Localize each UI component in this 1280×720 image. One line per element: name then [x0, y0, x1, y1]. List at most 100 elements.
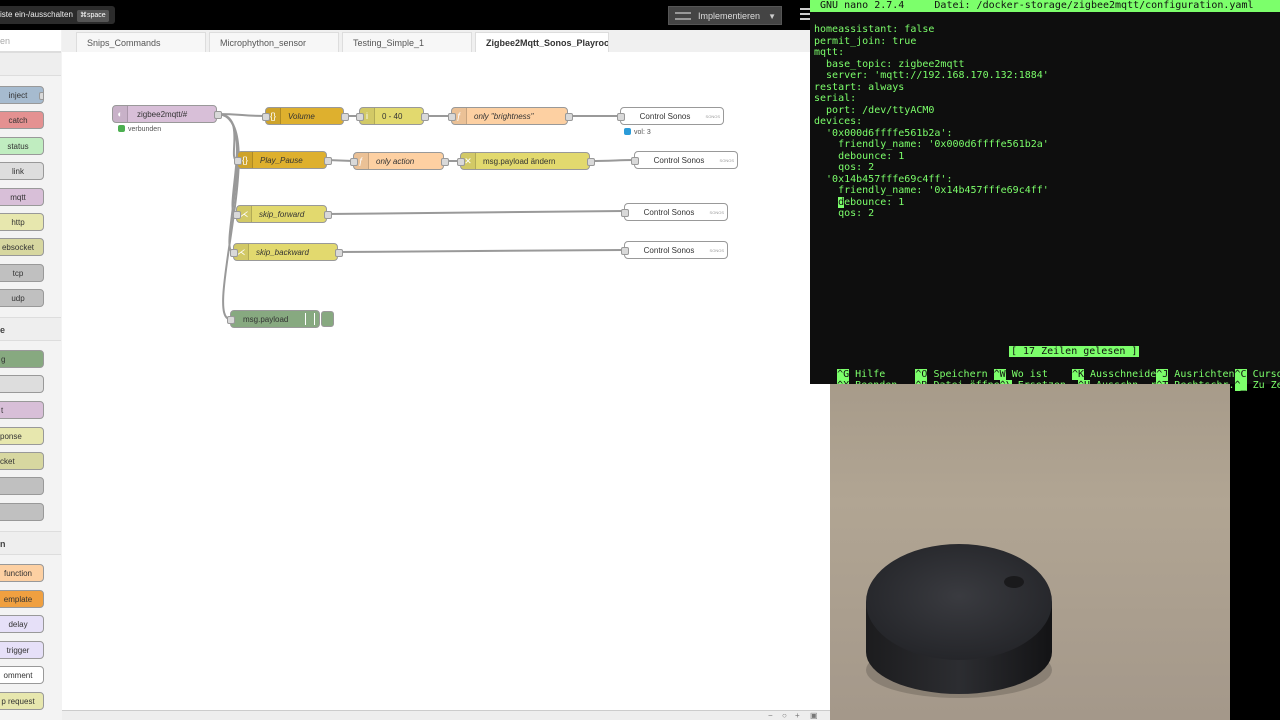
palette-search-input[interactable]: en [0, 30, 61, 52]
zoom-reset-button[interactable]: ○ [782, 711, 787, 720]
node-debug-payload[interactable]: msg.payload [230, 310, 320, 328]
input-port[interactable] [457, 158, 465, 166]
input-port[interactable] [227, 316, 235, 324]
output-port[interactable] [335, 249, 343, 257]
wire [589, 159, 635, 162]
palette-node-link-out[interactable] [0, 375, 44, 393]
output-port[interactable] [587, 158, 595, 166]
chevron-down-icon[interactable]: ▼ [768, 12, 776, 21]
node-palette: en inject catch status link mqtt http eb… [0, 30, 63, 720]
palette-node-mqtt[interactable]: mqtt [0, 188, 44, 206]
input-port[interactable] [262, 113, 270, 121]
palette-category-output[interactable]: e [0, 317, 61, 341]
input-port[interactable] [234, 157, 242, 165]
zoom-out-button[interactable]: − [768, 711, 773, 720]
deploy-button[interactable]: Implementieren ▼ [668, 6, 782, 25]
text-line: serial: [814, 93, 857, 104]
text-line: server: 'mqtt://192.168.170.132:1884' [814, 70, 1049, 81]
deploy-label: Implementieren [698, 11, 761, 21]
palette-category-function[interactable]: n [0, 531, 61, 555]
node-skip-backward[interactable]: ⋌ skip_backward [233, 243, 338, 261]
node-control-sonos-playpause[interactable]: Control Sonos SONOS [634, 151, 738, 169]
text-line: '0x14b457fffe69c4ff': [814, 173, 953, 185]
output-port[interactable] [324, 211, 332, 219]
sonos-logo: SONOS [719, 158, 734, 163]
tab-zigbee2mqtt-sonos[interactable]: Zigbee2Mqtt_Sonos_Playroo [475, 32, 609, 52]
palette-node-websocket[interactable]: ebsocket [0, 238, 44, 256]
shortcut-label: Ausschneide [1083, 369, 1157, 380]
node-status-volume: vol: 3 [624, 128, 651, 136]
flow-workspace[interactable]: ◐ zigbee2mqtt/# verbunden {} Volume i 0 … [62, 52, 810, 710]
shortcut-label: Ausrichten [1168, 369, 1235, 380]
tab-microphython-sensor[interactable]: Microphython_sensor [209, 32, 339, 52]
palette-node-udp[interactable]: udp [0, 289, 44, 307]
palette-node-http-request[interactable]: p request [0, 692, 44, 710]
text-cursor: d [838, 196, 845, 208]
text-line: port: /dev/ttyACM0 [814, 104, 935, 116]
palette-node-delay[interactable]: delay [0, 615, 44, 633]
input-port[interactable] [621, 209, 629, 217]
node-control-sonos-backward[interactable]: Control Sonos SONOS [624, 241, 728, 259]
palette-node-template[interactable]: emplate [0, 590, 44, 608]
output-port[interactable] [421, 113, 429, 121]
input-port[interactable] [233, 211, 241, 219]
palette-node-link[interactable]: link [0, 162, 44, 180]
palette-node-http[interactable]: http [0, 213, 44, 231]
shortcut-key: ^W [993, 369, 1006, 380]
shortcut-key: ^G [837, 369, 850, 380]
node-only-action[interactable]: ƒ only action [353, 152, 444, 170]
palette-node-trigger[interactable]: trigger [0, 641, 44, 659]
debug-toggle-button[interactable] [321, 311, 334, 327]
output-port[interactable] [565, 113, 573, 121]
shortcut-hint: iste ein-/ausschalten⌘space [0, 6, 115, 24]
palette-node-debug[interactable]: g [0, 350, 44, 368]
text-line: debounce: 1 [814, 150, 905, 162]
node-control-sonos-volume[interactable]: Control Sonos SONOS [620, 107, 724, 125]
input-port[interactable] [356, 113, 364, 121]
input-port[interactable] [230, 249, 238, 257]
palette-node-catch[interactable]: catch [0, 111, 44, 129]
input-port[interactable] [621, 247, 629, 255]
palette-node-inject[interactable]: inject [0, 86, 44, 104]
navigator-button[interactable]: ▣ [810, 711, 818, 720]
node-zigbee2mqtt-in[interactable]: ◐ zigbee2mqtt/# [112, 105, 217, 123]
terminal-window: GNU nano 2.7.4 Datei: /docker-storage/zi… [810, 0, 1280, 391]
input-port[interactable] [631, 157, 639, 165]
camera-view [830, 384, 1230, 720]
sonos-logo: SONOS [705, 114, 720, 119]
output-port[interactable] [324, 157, 332, 165]
flow-tabs: Snips_Commands Microphython_sensor Testi… [62, 30, 810, 53]
node-control-sonos-forward[interactable]: Control Sonos SONOS [624, 203, 728, 221]
input-port[interactable] [617, 113, 625, 121]
palette-category-input[interactable] [0, 52, 61, 76]
shortcut-label: Cursor [1252, 369, 1280, 380]
shortcut-hint-key: ⌘space [76, 10, 109, 22]
palette-node-tcp[interactable]: tcp [0, 264, 44, 282]
palette-node-tcp-out[interactable] [0, 477, 44, 495]
node-change-payload[interactable]: ✕ msg.payload ändern [460, 152, 590, 170]
node-play-pause[interactable]: {} Play_Pause [237, 151, 327, 169]
palette-node-websocket-out[interactable]: cket [0, 452, 44, 470]
palette-node-comment[interactable]: omment [0, 666, 44, 684]
node-skip-forward[interactable]: ⋌ skip_forward [236, 205, 327, 223]
tab-snips-commands[interactable]: Snips_Commands [76, 32, 206, 52]
output-port[interactable] [214, 111, 222, 119]
tab-testing-simple-1[interactable]: Testing_Simple_1 [342, 32, 472, 52]
palette-node-udp-out[interactable] [0, 503, 44, 521]
palette-node-http-response[interactable]: ponse [0, 427, 44, 445]
input-port[interactable] [448, 113, 456, 121]
node-only-brightness[interactable]: ƒ only "brightness" [451, 107, 568, 125]
palette-node-function[interactable]: function [0, 564, 44, 582]
node-range[interactable]: i 0 - 40 [359, 107, 424, 125]
output-port[interactable] [441, 158, 449, 166]
output-port[interactable] [341, 113, 349, 121]
menu-icon[interactable] [800, 8, 812, 22]
node-volume[interactable]: {} Volume [265, 107, 344, 125]
zigbee-knob-device [866, 544, 1052, 698]
input-port[interactable] [350, 158, 358, 166]
palette-node-status[interactable]: status [0, 137, 44, 155]
palette-node-mqtt-out[interactable]: t [0, 401, 44, 419]
text-line: restart: always [814, 81, 905, 93]
zoom-in-button[interactable]: + [795, 711, 800, 720]
